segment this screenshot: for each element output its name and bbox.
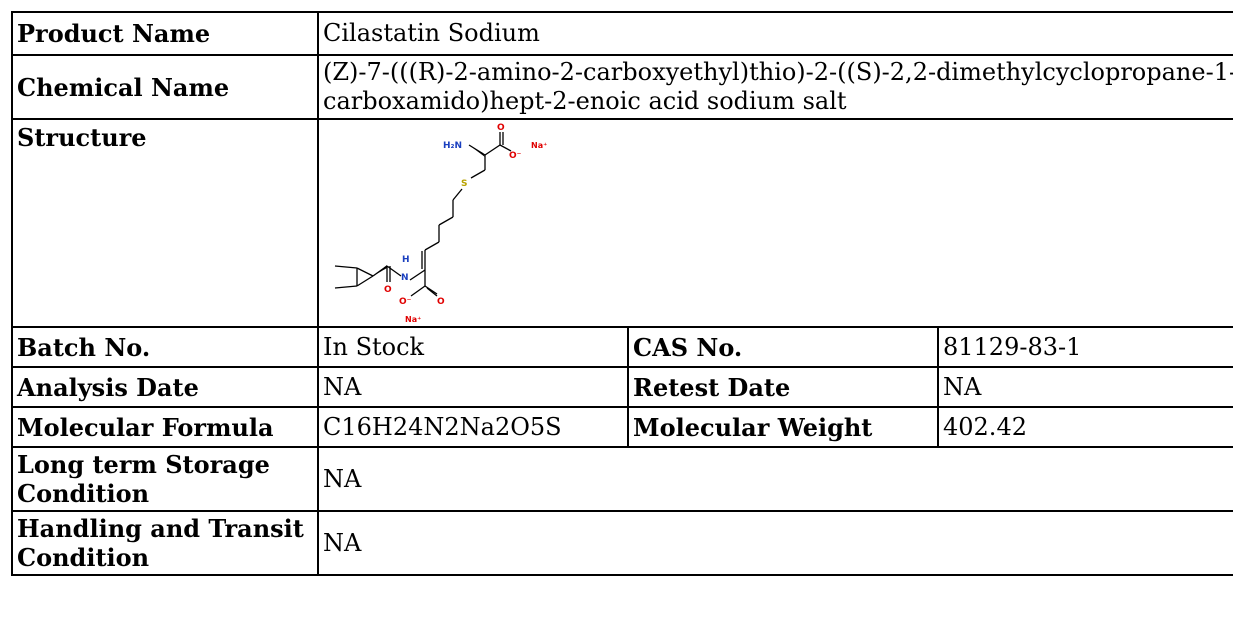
row-structure: Structure — [11, 118, 1233, 328]
atom-o-bottom: O — [437, 297, 445, 307]
atom-o-top: O — [497, 123, 505, 133]
value-cas-no: 81129-83-1 — [937, 326, 1233, 368]
row-molecular: Molecular Formula C16H24N2Na2O5S Molecul… — [11, 406, 1233, 448]
chemical-structure-diagram: H₂N O O⁻ Na⁺ S N H O O⁻ O Na⁺ — [334, 123, 547, 324]
structure-cell: H₂N O O⁻ Na⁺ S N H O O⁻ O Na⁺ — [317, 118, 1233, 328]
atom-n: N — [401, 273, 409, 283]
row-product-name: Product Name Cilastatin Sodium — [11, 11, 1233, 56]
value-retest-date: NA — [937, 366, 1233, 408]
structure-atom-labels: H₂N O O⁻ Na⁺ S N H O O⁻ O Na⁺ — [384, 123, 547, 324]
label-molecular-weight: Molecular Weight — [627, 406, 939, 448]
product-spec-table: Product Name Cilastatin Sodium Chemical … — [11, 11, 1233, 576]
row-dates: Analysis Date NA Retest Date NA — [11, 366, 1233, 408]
value-molecular-weight: 402.42 — [937, 406, 1233, 448]
atom-na-top: Na⁺ — [531, 141, 547, 150]
label-molecular-formula: Molecular Formula — [11, 406, 319, 448]
row-handling: Handling and Transit Condition NA — [11, 510, 1233, 576]
label-cas-no: CAS No. — [627, 326, 939, 368]
value-chemical-name: (Z)-7-(((R)-2-amino-2-carboxyethyl)thio)… — [317, 54, 1233, 120]
label-handling: Handling and Transit Condition — [11, 510, 319, 576]
atom-h: H — [402, 255, 410, 265]
value-storage: NA — [317, 446, 1233, 512]
atom-o-minus-bottom: O⁻ — [399, 297, 412, 307]
label-storage: Long term Storage Condition — [11, 446, 319, 512]
atom-o-amide: O — [384, 285, 392, 295]
structure-wedges — [373, 145, 485, 276]
label-analysis-date: Analysis Date — [11, 366, 319, 408]
value-batch-no: In Stock — [317, 326, 629, 368]
atom-s: S — [461, 179, 467, 189]
atom-h2n: H₂N — [443, 141, 462, 151]
row-batch-cas: Batch No. In Stock CAS No. 81129-83-1 — [11, 326, 1233, 368]
atom-na-bottom: Na⁺ — [405, 315, 421, 324]
label-batch-no: Batch No. — [11, 326, 319, 368]
atom-o-minus-top: O⁻ — [509, 151, 522, 161]
row-chemical-name: Chemical Name (Z)-7-(((R)-2-amino-2-carb… — [11, 54, 1233, 120]
label-product-name: Product Name — [11, 11, 319, 56]
value-handling: NA — [317, 510, 1233, 576]
row-storage: Long term Storage Condition NA — [11, 446, 1233, 512]
label-structure: Structure — [11, 118, 319, 328]
value-product-name: Cilastatin Sodium — [317, 11, 1233, 56]
label-retest-date: Retest Date — [627, 366, 939, 408]
label-chemical-name: Chemical Name — [11, 54, 319, 120]
value-analysis-date: NA — [317, 366, 629, 408]
value-molecular-formula: C16H24N2Na2O5S — [317, 406, 629, 448]
